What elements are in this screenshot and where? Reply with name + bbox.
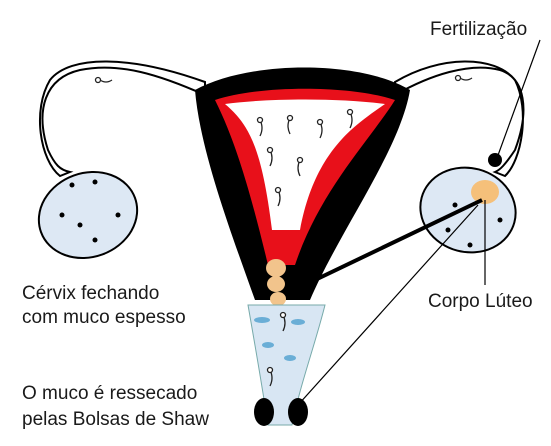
shaw-pocket-left — [254, 398, 274, 426]
shaw-pocket-right — [288, 398, 308, 426]
label-cervix-line2: com muco espesso — [22, 306, 186, 330]
label-mucus-line1: O muco é ressecado — [22, 382, 197, 406]
label-mucus-line2: pelas Bolsas de Shaw — [22, 408, 209, 432]
label-corpus-luteum: Corpo Lúteo — [428, 290, 533, 314]
left-ovary — [27, 158, 150, 271]
label-cervix-line1: Cérvix fechando — [22, 282, 159, 306]
ovum — [488, 153, 502, 167]
left-fallopian-tube — [40, 61, 205, 176]
label-fertilization: Fertilização — [430, 18, 527, 42]
